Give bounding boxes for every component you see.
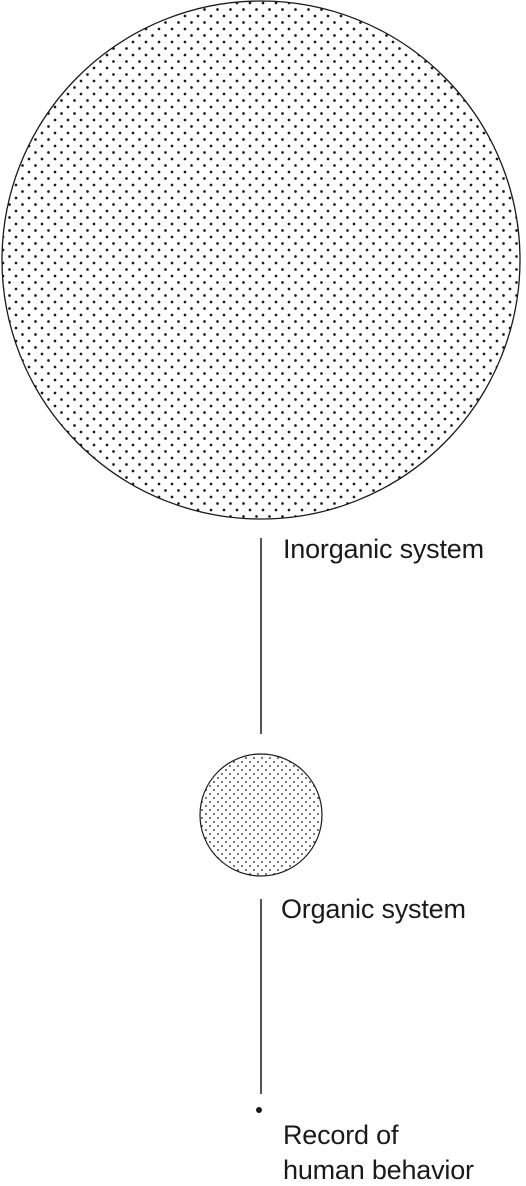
record-label-line-1: Record of xyxy=(283,1120,399,1150)
record-dot xyxy=(256,1107,262,1113)
record-node: Record of human behavior xyxy=(256,1107,474,1185)
organic-system-circle xyxy=(199,753,323,877)
inorganic-system-circle xyxy=(1,0,521,520)
organic-system-node: Organic system xyxy=(199,753,466,924)
organic-system-label: Organic system xyxy=(281,894,466,924)
record-label: Record of human behavior xyxy=(283,1120,474,1185)
inorganic-system-label: Inorganic system xyxy=(283,534,484,564)
record-label-line-2: human behavior xyxy=(283,1155,474,1185)
inorganic-system-node: Inorganic system xyxy=(1,0,521,564)
